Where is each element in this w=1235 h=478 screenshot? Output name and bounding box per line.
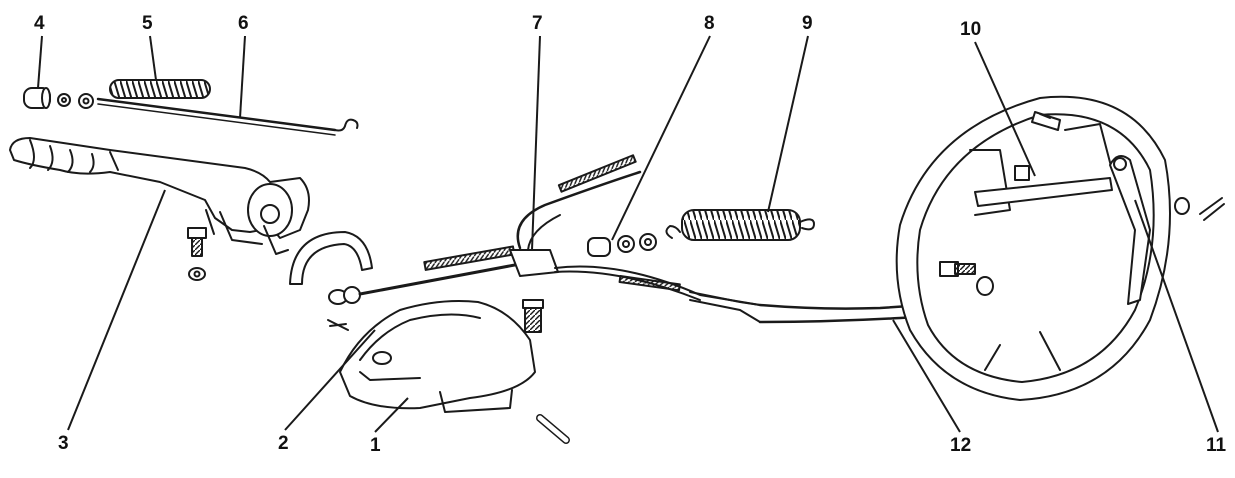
callout-3: 3 bbox=[58, 433, 69, 454]
part-7-equalizer bbox=[509, 154, 761, 306]
bolt-center bbox=[522, 299, 570, 444]
bolt-left bbox=[187, 227, 207, 281]
part-8-nuts bbox=[587, 233, 657, 257]
part-1-cover bbox=[339, 300, 536, 413]
callout-9: 9 bbox=[802, 13, 813, 34]
callout-7: 7 bbox=[532, 13, 543, 34]
callout-4: 4 bbox=[34, 13, 45, 34]
callout-12: 12 bbox=[950, 435, 972, 456]
callout-11: 11 bbox=[1206, 435, 1227, 456]
part-2-threaded-rod bbox=[327, 245, 522, 331]
callout-6: 6 bbox=[238, 13, 249, 34]
part-9-spring bbox=[665, 209, 815, 241]
part-5-spring bbox=[109, 79, 211, 99]
callout-2: 2 bbox=[278, 433, 289, 454]
backing-plate bbox=[895, 95, 1171, 401]
ratchet-sector bbox=[289, 231, 373, 285]
part-6-rod bbox=[96, 97, 359, 136]
callout-5: 5 bbox=[142, 13, 153, 34]
part-3-lever bbox=[9, 137, 310, 255]
callout-1: 1 bbox=[370, 435, 381, 456]
callout-10: 10 bbox=[960, 19, 982, 40]
part-11-brake-lever bbox=[1109, 155, 1151, 305]
part-10-strut bbox=[974, 111, 1113, 207]
bolts-plate bbox=[939, 197, 1225, 296]
part-4-cap bbox=[23, 87, 94, 109]
leader-lines bbox=[37, 35, 1219, 433]
callout-8: 8 bbox=[704, 13, 715, 34]
